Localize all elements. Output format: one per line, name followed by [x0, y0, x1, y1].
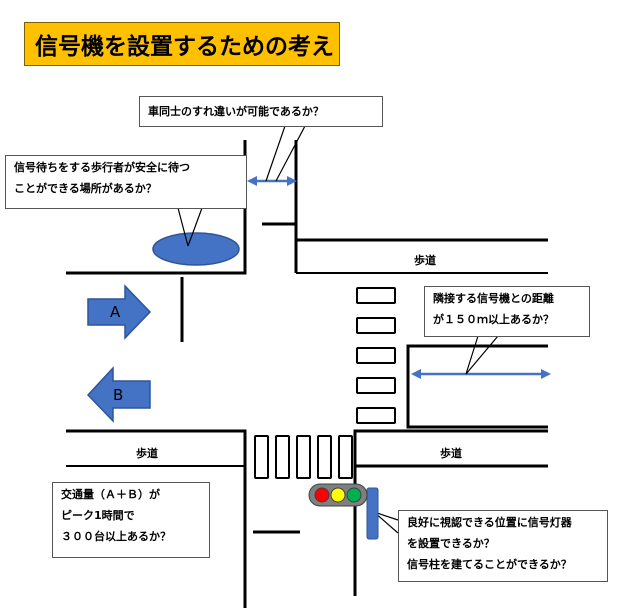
crosswalk-stripe — [338, 435, 353, 479]
callout-line: 信号待ちをする歩行者が安全に待つ — [14, 161, 190, 174]
pointer-adjacent — [465, 335, 499, 375]
pointer-pedestrian — [177, 207, 203, 247]
page-title: 信号機を設置するための考え — [24, 22, 340, 66]
callout-traffic-volume: 交通量（Ａ＋Ｂ）が ピーク1時間で ３００台以上あるか？ — [52, 482, 210, 558]
callout-passing: 車同士のすれ違いが可能であるか？ — [139, 96, 383, 127]
road-edge-lower-right — [353, 429, 548, 596]
signal-distance-arrow — [411, 369, 551, 379]
flow-arrow-a — [87, 284, 152, 340]
crosswalk-bottom — [254, 435, 353, 479]
callout-pedestrian-wait: 信号待ちをする歩行者が安全に待つ ことができる場所があるか？ — [5, 155, 247, 209]
callout-line: ことができる場所があるか？ — [14, 181, 157, 195]
crosswalk-stripe — [356, 317, 396, 334]
callout-line: 信号柱を建てることができるか？ — [407, 557, 572, 571]
callout-signal-placement: 良好に視認できる位置に信号灯器 を設置できるか？ 信号柱を建てることができるか？ — [398, 510, 608, 582]
callout-line: 良好に視認できる位置に信号灯器 — [407, 516, 572, 529]
flow-arrow-a-label: A — [110, 303, 121, 321]
signal-pole — [366, 487, 379, 540]
crosswalk-stripe — [356, 377, 396, 394]
sidewalk-label-lower-left: 歩道 — [136, 447, 158, 460]
crosswalk-stripe — [296, 435, 311, 479]
flow-arrow-b — [86, 366, 151, 423]
pedestrian-waiting-area — [152, 232, 240, 266]
crosswalk-right — [356, 287, 396, 424]
crosswalk-stripe — [254, 435, 269, 479]
callout-line: が１５０ｍ以上あるか？ — [433, 312, 554, 326]
crosswalk-stripe — [356, 287, 396, 304]
callout-line: ピーク1時間で — [61, 508, 135, 522]
callout-passing-text: 車同士のすれ違いが可能であるか？ — [148, 105, 324, 118]
callout-line: ３００台以上あるか？ — [61, 529, 171, 543]
callout-adjacent-signal: 隣接する信号機との距離 が１５０ｍ以上あるか？ — [424, 286, 590, 337]
signal-red-lamp — [314, 487, 330, 503]
road-edge-lower-left — [66, 429, 247, 608]
crosswalk-stripe — [356, 347, 396, 364]
flow-arrow-b-label: B — [113, 386, 124, 404]
passing-width-arrow — [247, 176, 297, 186]
crosswalk-stripe — [317, 435, 332, 479]
callout-line: 交通量（Ａ＋Ｂ）が — [61, 488, 160, 501]
crosswalk-stripe — [275, 435, 290, 479]
signal-green-lamp — [346, 487, 362, 503]
callout-line: を設置できるか？ — [407, 536, 495, 550]
sidewalk-label-upper-right: 歩道 — [414, 254, 436, 267]
crosswalk-stripe — [356, 407, 396, 424]
signal-yellow-lamp — [330, 487, 346, 503]
pointer-passing — [265, 125, 306, 182]
sidewalk-label-lower-right: 歩道 — [440, 447, 462, 460]
callout-line: 隣接する信号機との距離 — [433, 292, 554, 305]
road-edge-right-corner — [406, 344, 548, 429]
